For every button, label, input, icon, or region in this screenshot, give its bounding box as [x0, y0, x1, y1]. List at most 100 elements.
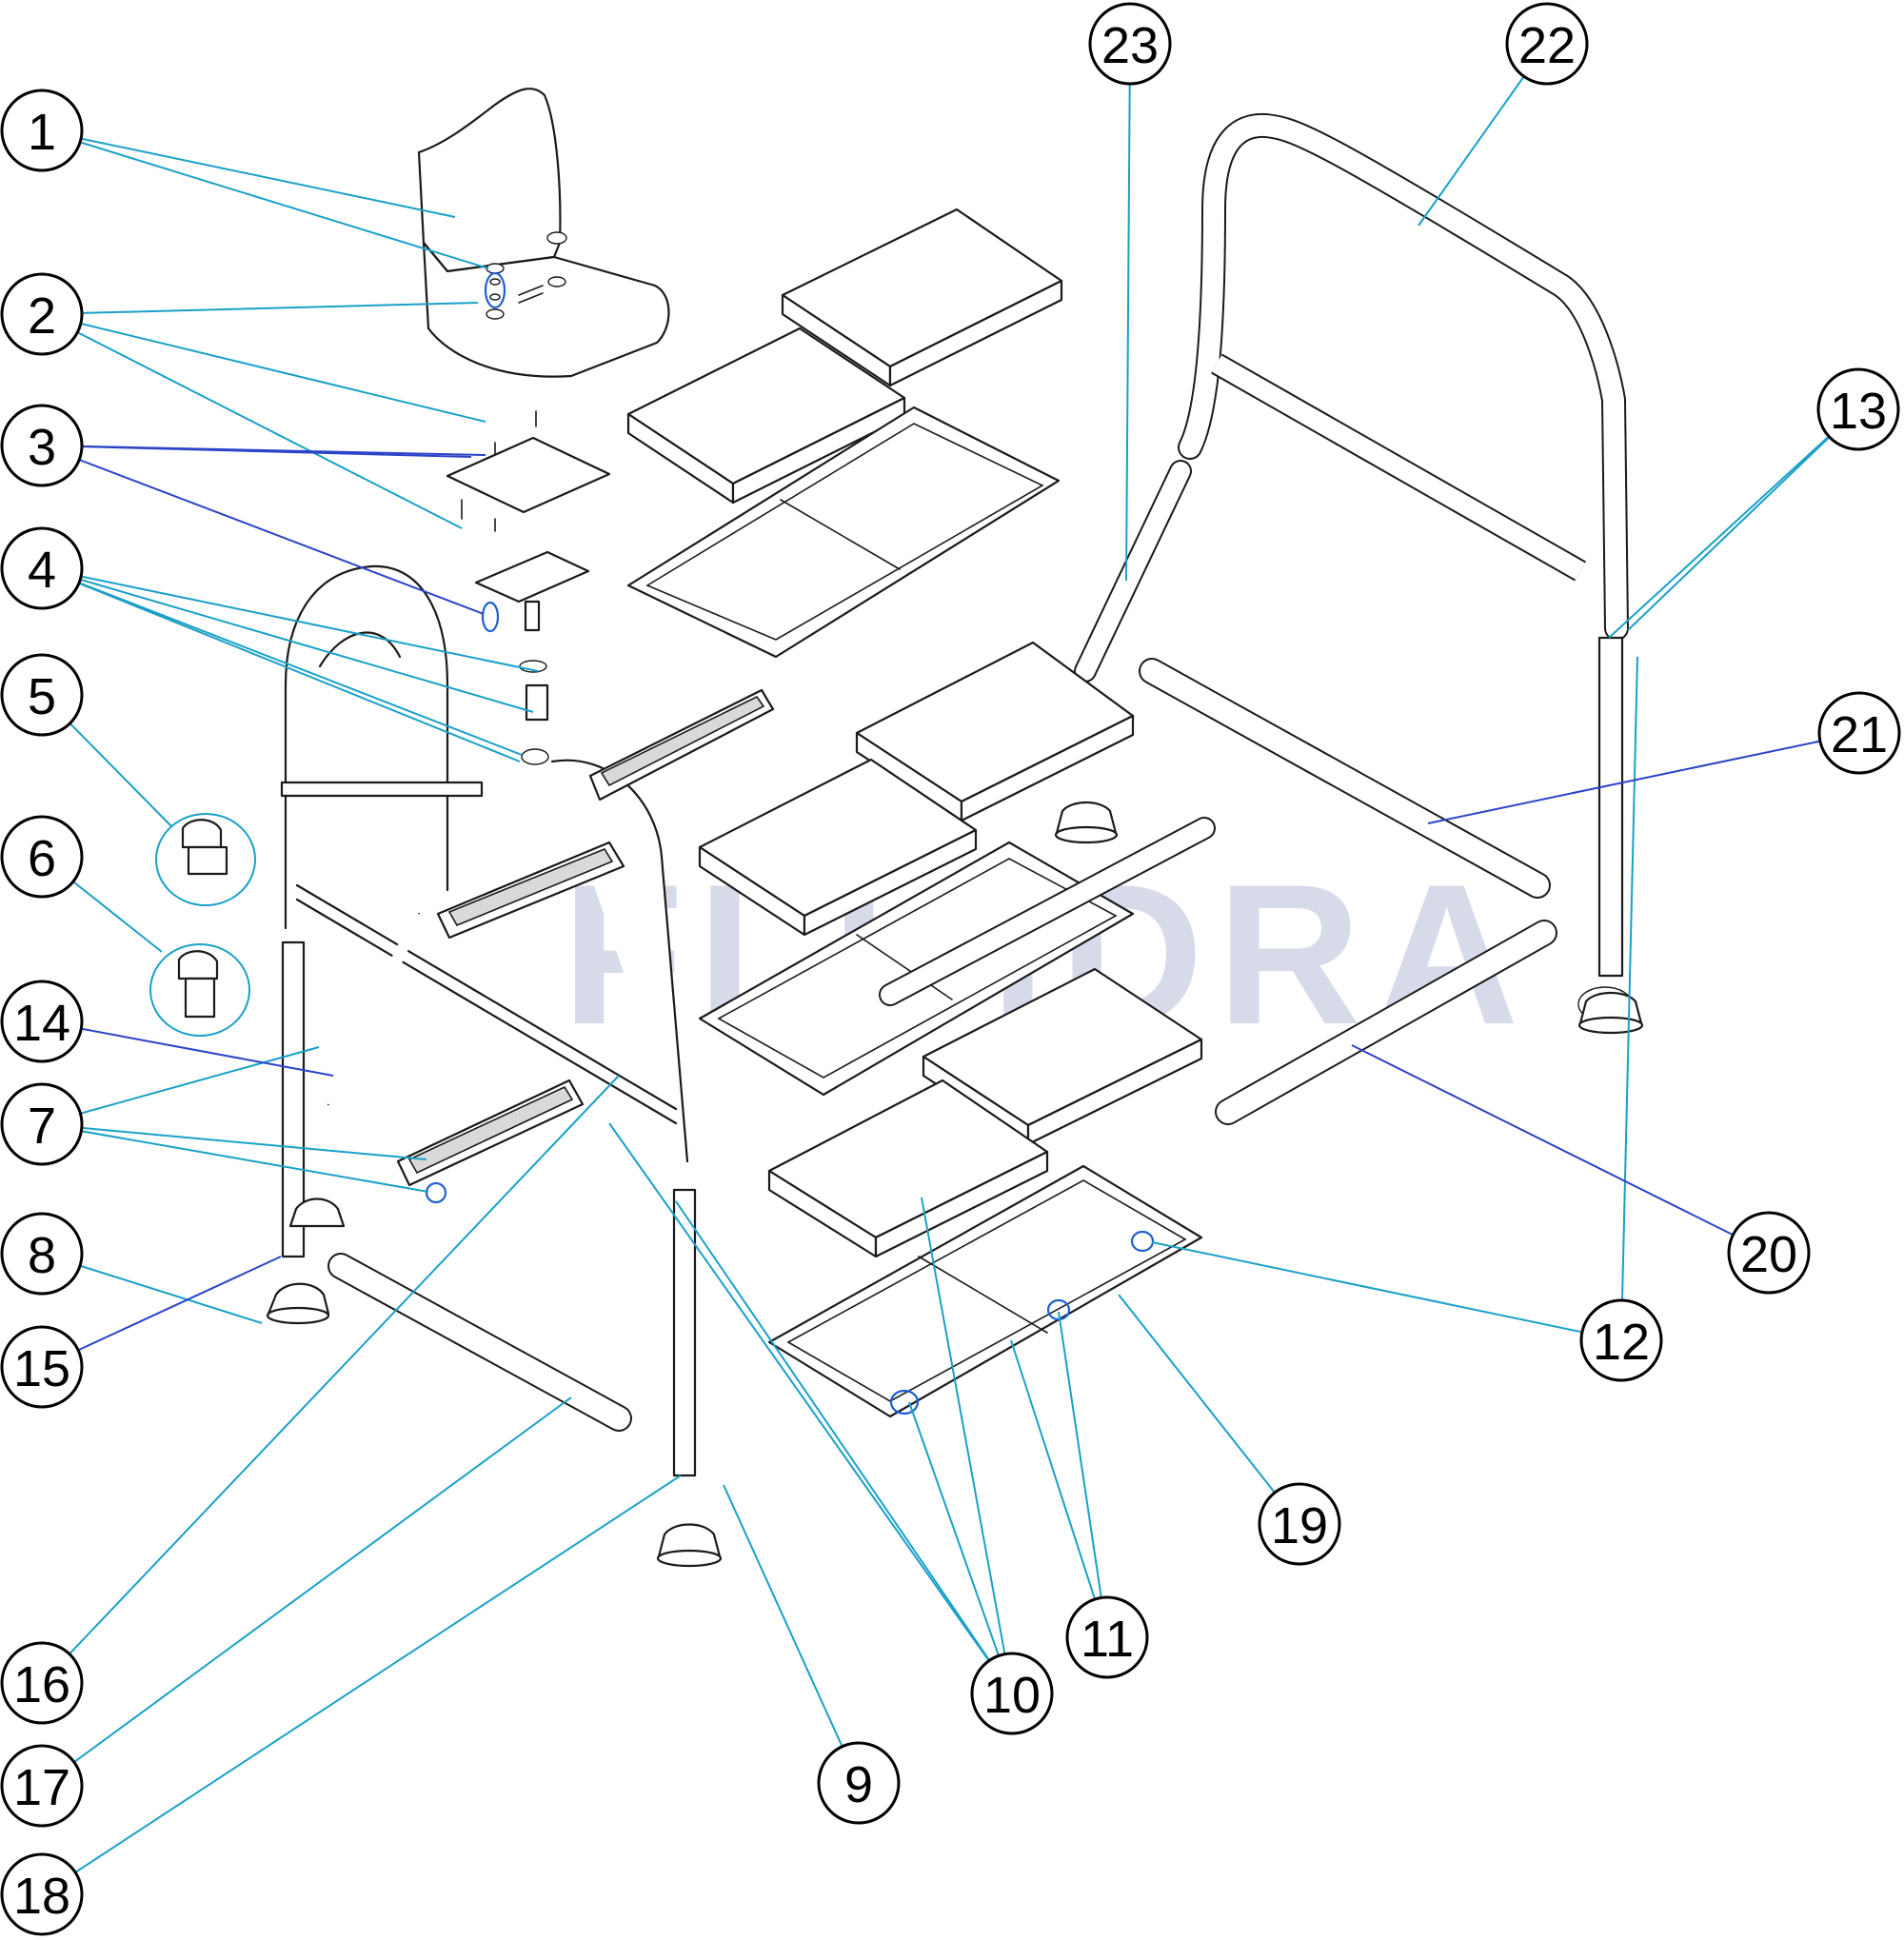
brace-23: [1074, 460, 1192, 683]
callout-circle: [817, 1741, 901, 1825]
leader-line-c4: [41, 567, 523, 756]
callout-16: 16: [0, 1641, 84, 1725]
clamp-5: [155, 813, 256, 906]
callout-circle: [1258, 1482, 1341, 1566]
leader-line-c11: [1010, 1339, 1108, 1638]
leader-line-c2: [41, 313, 486, 423]
step-top: [588, 688, 775, 802]
callout-circle: [1816, 367, 1900, 451]
callout-number: 21: [1831, 706, 1888, 763]
callout-17: 17: [0, 1744, 84, 1828]
callout-circle: [1727, 1211, 1811, 1295]
callout-circle: [0, 980, 84, 1063]
leader-lines: [41, 43, 1860, 1895]
tube-21: [1139, 658, 1551, 899]
callout-21: 21: [1817, 691, 1901, 775]
callout-20: 20: [1727, 1211, 1811, 1295]
callout-circle: [0, 1641, 84, 1725]
seat-bracket-lower: [474, 550, 590, 765]
foot-front-right: [656, 1523, 723, 1568]
callout-13: 13: [1816, 367, 1900, 451]
foot-back-right: [1577, 991, 1644, 1035]
callout-number: 11: [1081, 1611, 1134, 1668]
tube-17: [327, 1253, 632, 1432]
callout-number: 19: [1271, 1497, 1328, 1554]
leader-line-c7: [41, 1046, 320, 1125]
callout-circle: [0, 1852, 84, 1936]
callout-number: 13: [1830, 383, 1887, 440]
callout-6: 6: [0, 815, 84, 899]
callout-15: 15: [0, 1325, 84, 1409]
leader-line-c10: [675, 1200, 1013, 1694]
brace-14: [323, 911, 425, 1107]
leader-line-c4: [41, 567, 521, 762]
callout-11: 11: [1065, 1595, 1149, 1679]
callout-number: 6: [28, 830, 56, 887]
leader-line-c20: [1351, 1044, 1770, 1254]
callout-circle: [0, 815, 84, 899]
callout-number: 5: [28, 668, 56, 725]
tray-bottom: [767, 1164, 1203, 1418]
leader-line-c2: [41, 313, 463, 529]
callout-number: 18: [13, 1868, 70, 1925]
leader-line-c13: [1627, 408, 1859, 631]
leader-line-c7: [41, 1123, 427, 1160]
leader-line-c7: [41, 1123, 429, 1193]
tube-20: [1215, 920, 1557, 1125]
callout-circle: [0, 89, 84, 172]
seat: [417, 88, 670, 378]
callout-circle: [0, 1212, 84, 1296]
callout-number: 10: [983, 1667, 1041, 1724]
leader-line-c19: [1118, 1294, 1300, 1525]
callout-10: 10: [970, 1652, 1054, 1735]
leader-line-c18: [41, 1475, 682, 1895]
leader-line-c15: [41, 1256, 282, 1368]
tube-middle: [879, 817, 1216, 1006]
callout-circle: [1505, 2, 1589, 86]
callout-number: 2: [28, 287, 56, 345]
callout-5: 5: [0, 653, 84, 737]
leader-line-c21: [1427, 732, 1860, 824]
seat-bracket-upper: [446, 410, 611, 532]
leader-line-c12: [1620, 656, 1638, 1341]
callout-18: 18: [0, 1852, 84, 1936]
leader-line-c14: [41, 1020, 334, 1077]
board-mid-right: [855, 641, 1135, 822]
step-bottom: [396, 1079, 585, 1204]
callout-19: 19: [1258, 1482, 1341, 1566]
clamp-6: [149, 943, 250, 1037]
callout-circle: [970, 1652, 1054, 1735]
back-frame: [1178, 112, 1633, 1022]
callout-number: 3: [28, 419, 56, 476]
callout-circle: [0, 1082, 84, 1166]
callout-circle: [1817, 691, 1901, 775]
callout-22: 22: [1505, 2, 1589, 86]
foot-front-left-2: [288, 1198, 346, 1228]
callout-number: 22: [1518, 17, 1576, 74]
foot-mid: [1054, 801, 1119, 844]
leader-line-c11: [1058, 1311, 1108, 1638]
callout-number: 12: [1593, 1314, 1650, 1371]
leader-line-c10: [608, 1122, 1013, 1694]
callout-7: 7: [0, 1082, 84, 1166]
callout-number: 4: [28, 542, 56, 599]
leader-line-c16: [41, 1075, 620, 1684]
tray-top: [626, 406, 1061, 659]
leader-line-c1: [41, 129, 456, 218]
board-top-right: [781, 208, 1063, 387]
step-middle: [436, 841, 625, 940]
callout-circle: [0, 526, 84, 610]
callout-2: 2: [0, 272, 84, 356]
board-top-left: [626, 327, 906, 505]
leader-line-c3: [41, 445, 472, 458]
leader-line-c3: [41, 445, 485, 615]
callout-circle: [1579, 1298, 1663, 1382]
callout-number: 16: [13, 1656, 70, 1713]
callout-circle: [0, 653, 84, 737]
foot-front-left: [266, 1282, 330, 1325]
callout-23: 23: [1088, 2, 1172, 86]
board-low-left: [767, 1079, 1049, 1258]
callout-9: 9: [817, 1741, 901, 1825]
